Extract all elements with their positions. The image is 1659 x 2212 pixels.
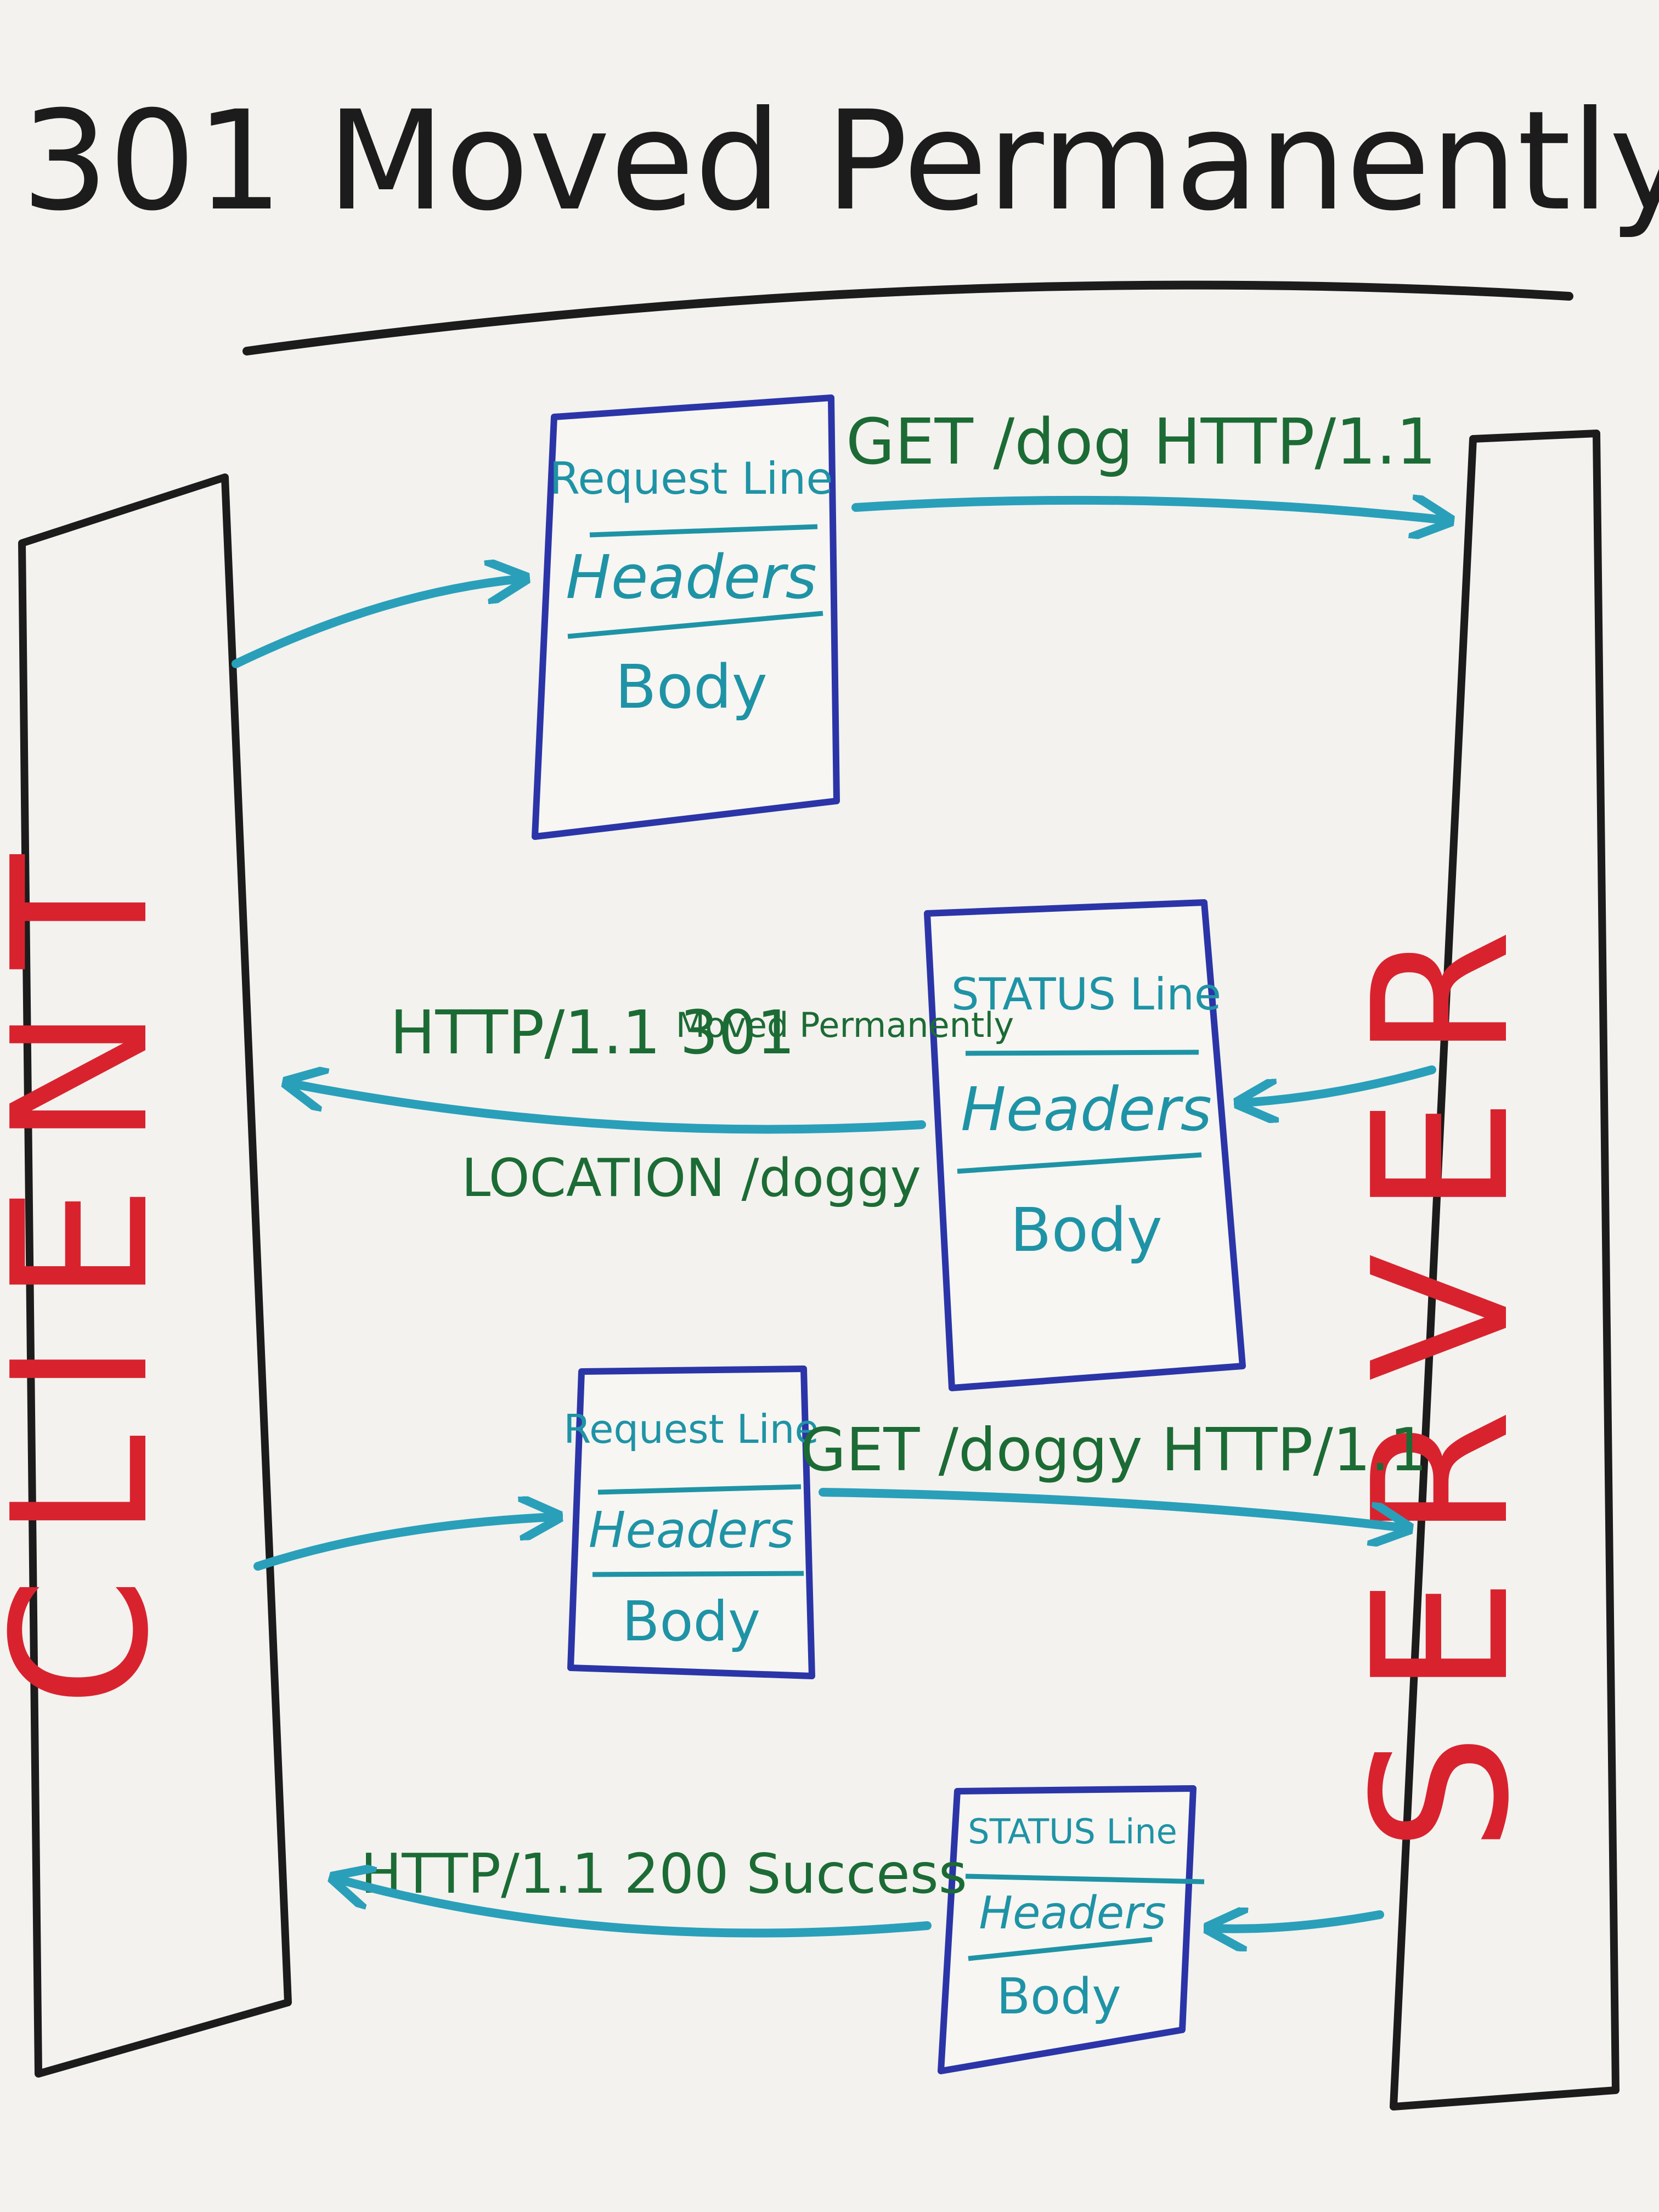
arrow-request-1-to-server [851, 500, 1446, 520]
arrow-status-box-1-to-client [291, 1084, 926, 1134]
client-label: CLIENT [0, 816, 190, 1707]
message-1-request: Request Line Headers Body GET /dog HTTP/… [232, 394, 1446, 840]
message-3-request: Request Line Headers Body GET /doggy HTT… [253, 1365, 1427, 1679]
status-box-1-divider-2 [957, 1152, 1202, 1174]
arrow-server-to-status-box-1 [1243, 1065, 1436, 1103]
request-box-1-divider-2 [567, 611, 823, 639]
request-2-label: GET /doggy HTTP/1.1 [800, 1416, 1427, 1485]
status-box-2-headers: Headers [979, 1887, 1166, 1939]
request-box-1-headers: Headers [566, 542, 817, 612]
status-box-1-body: Body [1010, 1195, 1163, 1265]
arrow-status-box-2-to-client [337, 1879, 932, 1938]
server-lifeline: SERVER [1333, 430, 1620, 2111]
status-box-2-divider-1 [965, 1874, 1205, 1884]
request-box-2-headers: Headers [589, 1502, 794, 1559]
status-box-2 [938, 1785, 1197, 2074]
client-lifeline: CLIENT [0, 473, 292, 2078]
response-1-label-location: LOCATION /doggy [461, 1148, 921, 1209]
status-box-2-body: Body [996, 1968, 1121, 2025]
request-box-2 [567, 1365, 815, 1679]
server-box [1390, 430, 1620, 2111]
request-box-1-request-line: Request Line [549, 453, 833, 504]
arrow-server-to-status-box-2 [1212, 1915, 1384, 1929]
request-box-2-divider-2 [592, 1571, 804, 1577]
title-underline [242, 280, 1573, 356]
status-box-1-headers: Headers [961, 1074, 1212, 1144]
status-box-1-divider-1 [965, 1049, 1199, 1056]
arrow-client-to-request-box [232, 579, 521, 668]
request-box-1-body: Body [615, 652, 768, 722]
response-1-label-reason: Moved Permanently [676, 1005, 1014, 1045]
response-1-label-status: HTTP/1.1 301 [390, 997, 795, 1068]
status-box-2-status-line: STATUS Line [968, 1812, 1177, 1852]
message-4-response: STATUS Line Headers Body HTTP/1.1 200 Su… [337, 1785, 1384, 2074]
request-box-1-divider-1 [589, 524, 818, 538]
request-box-2-request-line: Request Line [563, 1406, 819, 1452]
server-label: SERVER [1333, 891, 1550, 1852]
response-2-label: HTTP/1.1 200 Success [360, 1842, 967, 1906]
arrow-client-to-request-box-2 [253, 1517, 554, 1571]
request-box-2-divider-1 [597, 1484, 802, 1495]
status-box-2-divider-2 [968, 1937, 1153, 1961]
diagram-title: 301 Moved Permanently [21, 81, 1659, 241]
status-box-1 [924, 899, 1246, 1391]
message-2-response: STATUS Line Headers Body HTTP/1.1 301 Mo… [291, 899, 1436, 1391]
request-box-1 [532, 394, 840, 840]
status-box-1-status-line: STATUS Line [951, 969, 1221, 1020]
request-box-2-body: Body [622, 1589, 760, 1654]
arrow-request-2-to-server [819, 1488, 1404, 1528]
request-1-label: GET /dog HTTP/1.1 [846, 405, 1436, 479]
client-box [18, 473, 292, 2078]
